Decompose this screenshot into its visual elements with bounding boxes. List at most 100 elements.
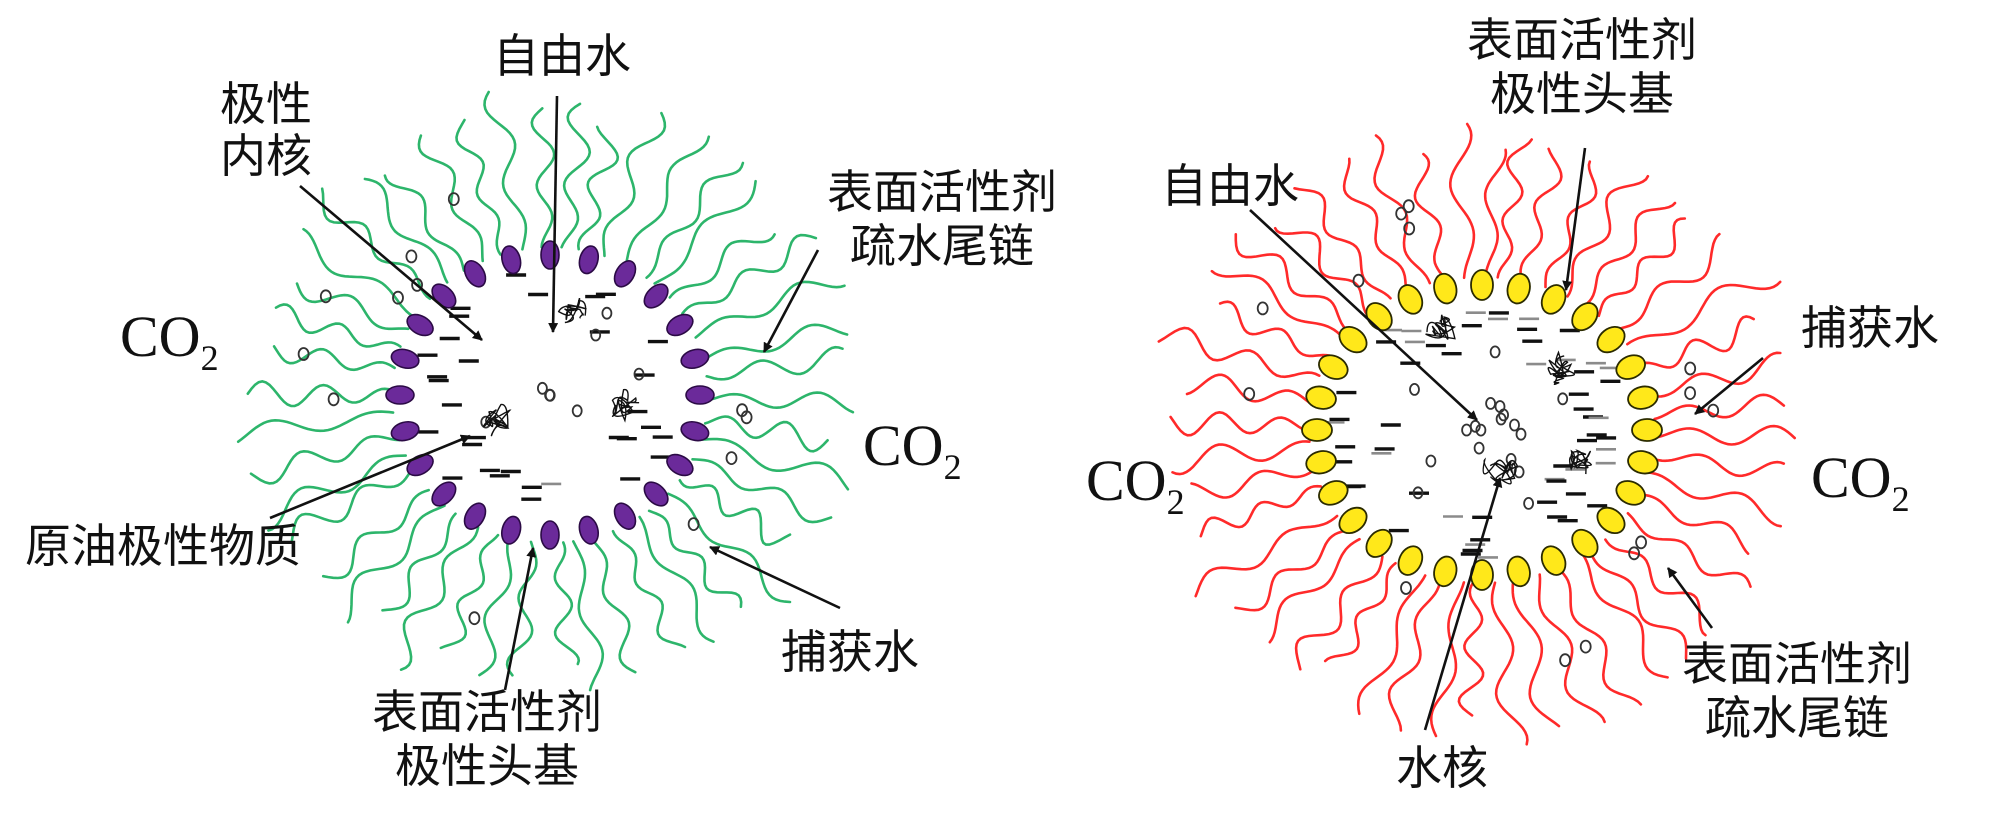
label-water-core: 水核 <box>1396 741 1488 795</box>
right-water-molecule <box>1461 423 1472 437</box>
co2-subscript: 2 <box>1167 482 1185 522</box>
right-water-molecule <box>1485 396 1496 410</box>
left-tail <box>638 515 715 643</box>
right-tail <box>1413 152 1448 282</box>
left-tail <box>576 125 620 251</box>
right-trapped-water-molecule <box>1243 387 1256 401</box>
right-pointer-lines <box>1249 147 1764 731</box>
right-trapped-water-molecule <box>1352 273 1365 288</box>
left-tail <box>478 536 513 677</box>
right-tail <box>1483 148 1508 279</box>
left-tail <box>383 174 466 272</box>
right-tail <box>1583 201 1677 307</box>
right-tail <box>1626 280 1782 346</box>
label-crude-oil-polar: 原油极性物质 <box>25 519 301 573</box>
right-water-molecule <box>1489 345 1501 359</box>
right-tail <box>1597 217 1687 318</box>
right-tail <box>1581 553 1669 679</box>
right-head <box>1631 418 1663 442</box>
left-head <box>500 515 522 545</box>
left-trapped-water-molecule <box>468 611 481 626</box>
right-water-molecule <box>1409 382 1420 396</box>
left-head <box>463 260 487 288</box>
left-trapped-water-molecule <box>736 403 748 418</box>
left-tail <box>653 179 757 285</box>
left-head <box>431 481 457 507</box>
left-micelle <box>236 90 855 692</box>
pointer-left-tail <box>762 249 820 353</box>
left-tail <box>439 533 500 650</box>
right-head <box>1571 528 1599 558</box>
right-tail <box>1626 511 1752 588</box>
left-tail <box>363 177 449 284</box>
left-trapped-water-molecule <box>447 192 460 207</box>
label-left-co2-a: CO2 <box>120 304 219 378</box>
right-tail <box>1613 232 1721 332</box>
left-tail <box>417 134 484 263</box>
co2-text: CO <box>863 413 944 478</box>
left-tail <box>399 526 480 671</box>
left-head <box>613 260 637 288</box>
pointer-polar-core <box>299 185 483 341</box>
left-tail <box>668 233 776 299</box>
label-polar-core-line1: 极性 <box>220 77 312 131</box>
right-water-molecule <box>1469 419 1481 433</box>
right-tail <box>1649 351 1782 398</box>
label-right-tail-line2: 疏水尾链 <box>1705 691 1889 745</box>
left-head <box>680 348 710 370</box>
right-head <box>1596 325 1626 354</box>
label-right-trapped-water: 捕获水 <box>1801 301 1939 355</box>
right-tail <box>1490 581 1529 746</box>
right-head <box>1305 385 1337 410</box>
left-tail <box>274 303 402 348</box>
left-oil-polar-substance <box>557 297 587 324</box>
left-head <box>613 502 637 530</box>
right-trapped-water-molecule <box>1403 221 1416 236</box>
left-tail <box>666 492 792 604</box>
right-water-molecule <box>1513 465 1525 479</box>
left-tail <box>703 415 829 453</box>
left-oil-polar-substance <box>482 403 512 437</box>
right-water-molecule <box>1523 496 1534 510</box>
right-head <box>1397 545 1424 576</box>
right-trapped-water-molecule <box>1628 546 1640 561</box>
right-oil-polar-substance <box>1482 457 1519 485</box>
left-head <box>578 245 600 275</box>
left-tail <box>572 540 605 692</box>
right-tail <box>1157 326 1321 379</box>
left-tail <box>702 323 849 361</box>
left-tail <box>236 410 395 443</box>
left-tail <box>267 454 407 532</box>
left-head <box>463 502 487 530</box>
left-tail <box>246 380 394 408</box>
right-tail <box>1342 157 1408 293</box>
left-head <box>390 348 420 370</box>
pointer-right-trapped-water <box>1694 356 1764 416</box>
label-right-co2-a: CO2 <box>1086 448 1185 522</box>
left-tail <box>321 488 430 580</box>
right-trapped-water-molecule <box>1395 206 1408 221</box>
left-head <box>680 420 710 442</box>
right-hydrophobic-tails <box>1157 122 1796 746</box>
left-water-molecule <box>537 381 548 395</box>
right-oil-polar-substance <box>1547 350 1576 386</box>
pointer-left-trapped-water <box>709 545 841 610</box>
right-water-molecule <box>1425 454 1437 468</box>
right-tail <box>1273 226 1369 317</box>
right-head <box>1397 284 1424 315</box>
left-head <box>643 481 669 507</box>
left-head <box>500 245 522 275</box>
right-tail <box>1544 160 1598 289</box>
right-head <box>1540 545 1567 576</box>
right-tail <box>1496 138 1533 279</box>
co2-text: CO <box>1811 445 1892 510</box>
label-left-co2-b: CO2 <box>863 413 962 487</box>
left-tail <box>483 90 528 251</box>
right-water-molecule <box>1412 486 1424 500</box>
label-left-trapped-water: 捕获水 <box>781 625 919 679</box>
right-water-molecule <box>1475 423 1487 437</box>
left-tail <box>553 541 581 666</box>
right-tail <box>1294 555 1384 671</box>
left-head <box>643 283 669 309</box>
left-tail <box>381 512 457 612</box>
